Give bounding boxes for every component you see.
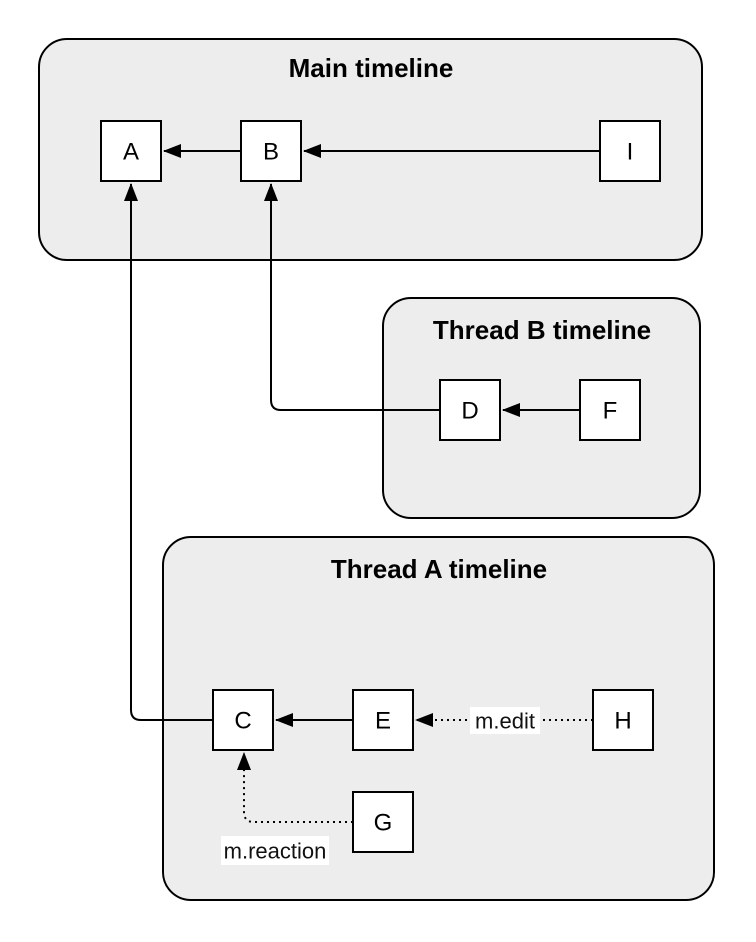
node-b-box	[240, 120, 302, 182]
main-timeline-title: Main timeline	[289, 53, 454, 83]
main-timeline-box	[38, 38, 703, 261]
edge-label-m-edit-text: m.edit	[475, 709, 535, 734]
thread-a-timeline-box	[162, 536, 715, 901]
thread-b-timeline-box	[382, 297, 701, 519]
node-h-box	[592, 689, 654, 751]
edge-label-m-reaction-text: m.reaction	[224, 839, 327, 864]
node-i-box	[599, 120, 661, 182]
node-d-label: D	[461, 398, 478, 425]
node-b: B	[240, 120, 302, 182]
node-g-label: G	[374, 810, 393, 837]
node-a: A	[100, 120, 162, 182]
node-e: E	[352, 689, 414, 751]
node-h: H	[592, 689, 654, 751]
edge-d-to-b	[264, 183, 440, 411]
node-i: I	[599, 120, 661, 182]
edge-label-m-reaction-bg	[221, 836, 329, 865]
node-a-label: A	[123, 139, 139, 166]
node-c-label: C	[234, 708, 251, 735]
node-g: G	[352, 791, 414, 853]
edge-label-m-edit: m.edit	[470, 707, 540, 734]
edge-g-to-c	[237, 752, 353, 823]
node-d: D	[439, 379, 501, 441]
node-e-box	[352, 689, 414, 751]
node-g-box	[352, 791, 414, 853]
thread-b-timeline-title: Thread B timeline	[433, 315, 651, 345]
thread-b-timeline-group: Thread B timeline	[382, 297, 701, 519]
node-b-label: B	[263, 139, 279, 166]
node-e-label: E	[375, 708, 391, 735]
thread-a-timeline-title: Thread A timeline	[331, 554, 547, 584]
node-c: C	[212, 689, 274, 751]
node-f-box	[579, 379, 641, 441]
node-f: F	[579, 379, 641, 441]
node-i-label: I	[627, 139, 634, 166]
main-timeline-group: Main timeline	[38, 38, 703, 261]
node-f-label: F	[603, 398, 618, 425]
edge-label-m-reaction: m.reaction	[221, 836, 329, 865]
node-c-box	[212, 689, 274, 751]
edge-label-m-edit-bg	[470, 707, 540, 734]
thread-a-timeline-group: Thread A timeline	[162, 536, 715, 901]
node-a-box	[100, 120, 162, 182]
edge-c-to-a	[124, 183, 213, 721]
node-d-box	[439, 379, 501, 441]
node-h-label: H	[614, 708, 631, 735]
